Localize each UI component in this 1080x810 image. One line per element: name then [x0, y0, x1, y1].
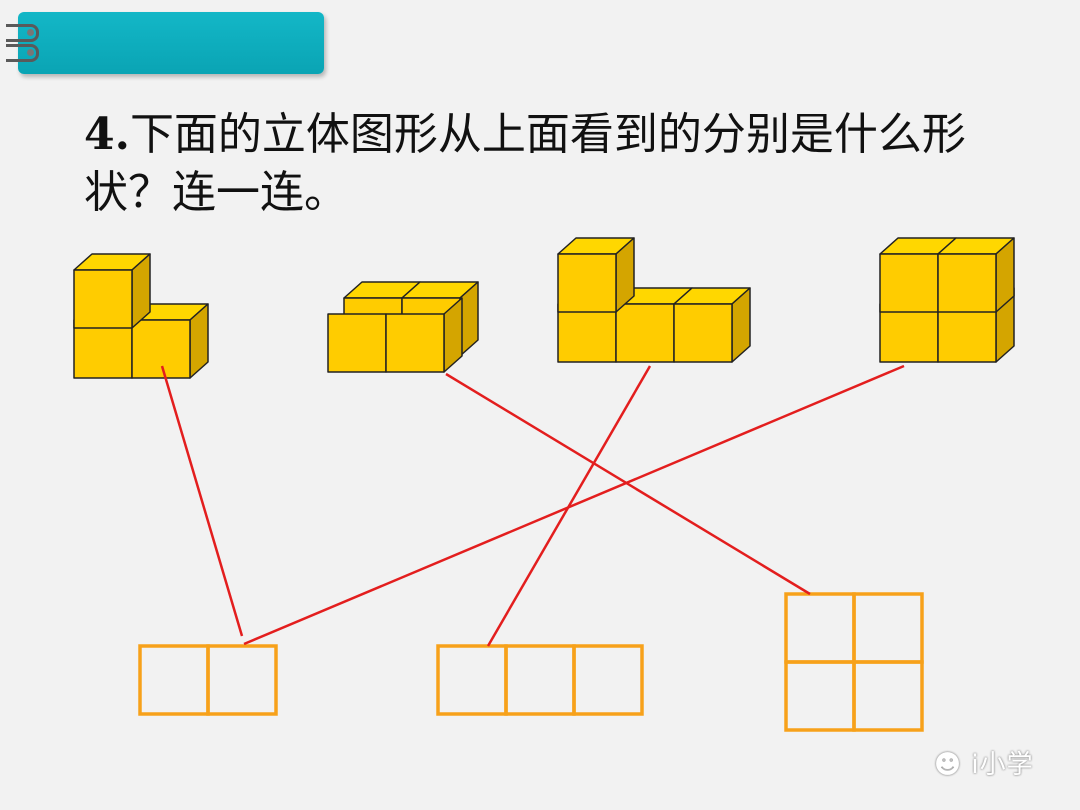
binder-ring-icon — [6, 24, 39, 42]
2x2-flat-cube-block-icon — [327, 281, 479, 373]
grid-cell — [504, 644, 576, 716]
title-tab — [6, 12, 324, 74]
connection-line — [160, 365, 244, 637]
wechat-icon: ☻ — [934, 750, 963, 780]
solids — [73, 237, 1015, 379]
cube-front-face — [615, 303, 675, 363]
binder-ring-icon — [6, 44, 39, 62]
cube-front-face — [385, 313, 445, 373]
cube-front-face — [937, 253, 997, 313]
cube-front-face — [557, 303, 617, 363]
cube-front-face — [131, 319, 191, 379]
connection-line — [243, 364, 905, 646]
question-number: 4. — [84, 109, 130, 160]
cube-front-face — [879, 253, 939, 313]
question-text: 4.下面的立体图形从上面看到的分别是什么形状？连一连。 — [84, 106, 1024, 222]
question-body: 下面的立体图形从上面看到的分别是什么形状？连一连。 — [84, 109, 966, 218]
top-view-2x2 — [784, 592, 924, 732]
grid-cell — [784, 592, 856, 664]
grid-cell — [436, 644, 508, 716]
top-view-1x2 — [138, 644, 278, 716]
cube-front-face — [557, 253, 617, 313]
stepped-three-cube-stack-icon — [557, 237, 751, 363]
grid-cell — [206, 644, 278, 716]
cube-front-face — [327, 313, 387, 373]
top-views — [138, 592, 924, 732]
cube-front-face — [73, 269, 133, 329]
grid-cell — [138, 644, 210, 716]
l-shaped-cube-stack-icon — [73, 253, 209, 379]
grid-cell — [784, 660, 856, 732]
cube-front-face — [937, 303, 997, 363]
cube-front-face — [673, 303, 733, 363]
grid-cell — [572, 644, 644, 716]
watermark: ☻ i小学 — [934, 744, 1034, 781]
grid-cell — [852, 592, 924, 664]
grid-cell — [852, 660, 924, 732]
2x2-wall-cube-stack-icon — [879, 237, 1015, 363]
watermark-text: i小学 — [971, 750, 1034, 780]
connection-lines — [160, 364, 905, 647]
connection-line — [445, 372, 811, 596]
top-view-1x3 — [436, 644, 644, 716]
